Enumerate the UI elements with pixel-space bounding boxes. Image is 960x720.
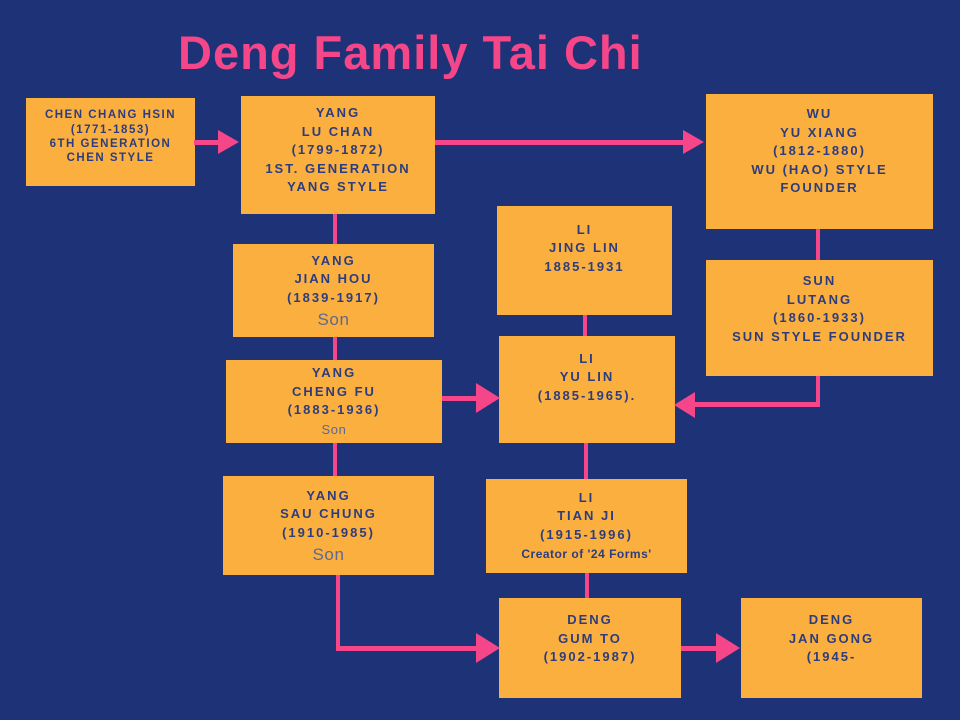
node-note: Son [321, 421, 347, 437]
connector-yang-lu-chan-to-wu [435, 140, 685, 145]
node-text-line: DENG [567, 612, 613, 628]
connector-wu-to-sun [816, 229, 820, 260]
node-deng-gum-to: DENG GUM TO (1902-1987) [499, 598, 681, 698]
node-text-line: (1885-1965). [537, 387, 637, 403]
node-text-line: LI [578, 489, 595, 505]
connector-li-jing-lin-to-li-yu-lin [583, 315, 587, 336]
connector-sau-chung-to-deng-horizontal [336, 646, 477, 651]
node-li-yu-lin: LI YU LIN (1885-1965). [499, 336, 675, 443]
node-text-line: WU (HAO) STYLE [751, 161, 888, 177]
node-text-line: (1883-1936) [287, 402, 381, 417]
node-text-line: SUN STYLE FOUNDER [732, 328, 907, 344]
node-text-line: (1902-1987) [543, 649, 637, 665]
arrowhead-yang-lu-chan-to-wu [683, 130, 704, 154]
node-text-line: SAU CHUNG [280, 506, 377, 521]
node-text-line: GUM TO [558, 630, 622, 646]
arrowhead-sau-chung-to-deng-gum-to [476, 633, 500, 663]
node-text-line: LU CHAN [301, 123, 375, 139]
page-title: Deng Family Tai Chi [178, 26, 643, 79]
node-yang-sau-chung: YANG SAU CHUNG (1910-1985) Son [223, 476, 434, 575]
arrowhead-chen-to-yang-lu-chan [218, 130, 239, 154]
node-text-line: (1915-1996) [540, 526, 633, 542]
connector-li-tian-ji-to-deng-gum-to [585, 573, 589, 598]
node-yang-cheng-fu: YANG CHENG FU (1883-1936) Son [226, 360, 442, 443]
node-text-line: (1945- [806, 649, 857, 665]
connector-chen-to-yang-lu-chan [194, 140, 219, 145]
node-text-line: 1885-1931 [544, 258, 625, 274]
node-text-line: CHEN STYLE [66, 152, 155, 165]
connector-sun-to-li-yu-lin-horizontal [694, 402, 820, 407]
node-text-line: (1771-1853) [70, 123, 151, 136]
arrowhead-sun-to-li-yu-lin [674, 392, 695, 418]
node-text-line: YANG [315, 105, 361, 121]
node-note: Son [312, 545, 345, 564]
node-text-line: LUTANG [786, 291, 853, 307]
node-yang-jian-hou: YANG JIAN HOU (1839-1917) Son [233, 244, 434, 337]
node-text-line: (1812-1880) [773, 143, 866, 159]
node-text-line: YANG [311, 365, 357, 380]
connector-cheng-fu-to-sau-chung [333, 443, 337, 476]
node-text-line: TIAN JI [557, 508, 616, 523]
node-chen-chang-hsin: CHEN CHANG HSIN (1771-1853) 6TH GENERATI… [26, 98, 195, 186]
node-text-line: 6TH GENERATION [49, 138, 172, 150]
node-text-line: WU [806, 106, 833, 122]
connector-jian-hou-to-cheng-fu [333, 337, 337, 360]
node-text-line: LI [579, 350, 595, 366]
node-text-line: LI [576, 221, 593, 237]
connector-cheng-fu-to-li-yu-lin [442, 396, 479, 401]
node-note: Creator of '24 Forms' [521, 547, 652, 561]
node-text-line: (1860-1933) [773, 310, 866, 325]
connector-deng-gum-to-to-jan-gong [681, 646, 718, 651]
arrowhead-deng-gum-to-to-jan-gong [716, 633, 740, 663]
connector-li-yu-lin-to-li-tian-ji [584, 443, 588, 479]
node-yang-lu-chan: YANG LU CHAN (1799-1872) 1ST. GENERATION… [241, 96, 435, 214]
node-text-line: CHENG FU [292, 383, 376, 399]
node-wu-yu-xiang: WU YU XIANG (1812-1880) WU (HAO) STYLE F… [706, 94, 933, 229]
node-text-line: YU LIN [559, 369, 615, 385]
node-text-line: JIAN HOU [294, 271, 373, 286]
node-text-line: 1ST. GENERATION [265, 160, 411, 176]
node-li-jing-lin: LI JING LIN 1885-1931 [497, 206, 672, 315]
node-text-line: SUN [802, 273, 837, 288]
node-text-line: YANG [311, 252, 356, 268]
node-text-line: JAN GONG [788, 630, 875, 646]
node-sun-lutang: SUN LUTANG (1860-1933) SUN STYLE FOUNDER [706, 260, 933, 376]
node-text-line: (1910-1985) [282, 524, 375, 540]
node-deng-jan-gong: DENG JAN GONG (1945- [741, 598, 922, 698]
node-text-line: JING LIN [549, 240, 620, 256]
node-text-line: (1799-1872) [291, 142, 385, 158]
node-li-tian-ji: LI TIAN JI (1915-1996) Creator of '24 Fo… [486, 479, 687, 573]
node-text-line: FOUNDER [780, 180, 859, 196]
node-text-line: CHEN CHANG HSIN [44, 109, 177, 122]
connector-sau-chung-to-deng-vertical [336, 575, 340, 651]
node-text-line: DENG [808, 612, 855, 628]
connector-yang-lu-chan-to-jian-hou [333, 214, 337, 244]
arrowhead-cheng-fu-to-li-yu-lin [476, 383, 500, 413]
node-note: Son [317, 310, 350, 329]
node-text-line: (1839-1917) [287, 289, 380, 305]
node-text-line: YANG STYLE [287, 179, 389, 195]
connector-sun-to-li-yu-lin-vertical [816, 376, 820, 407]
node-text-line: YU XIANG [780, 124, 859, 140]
node-text-line: YANG [306, 487, 351, 503]
